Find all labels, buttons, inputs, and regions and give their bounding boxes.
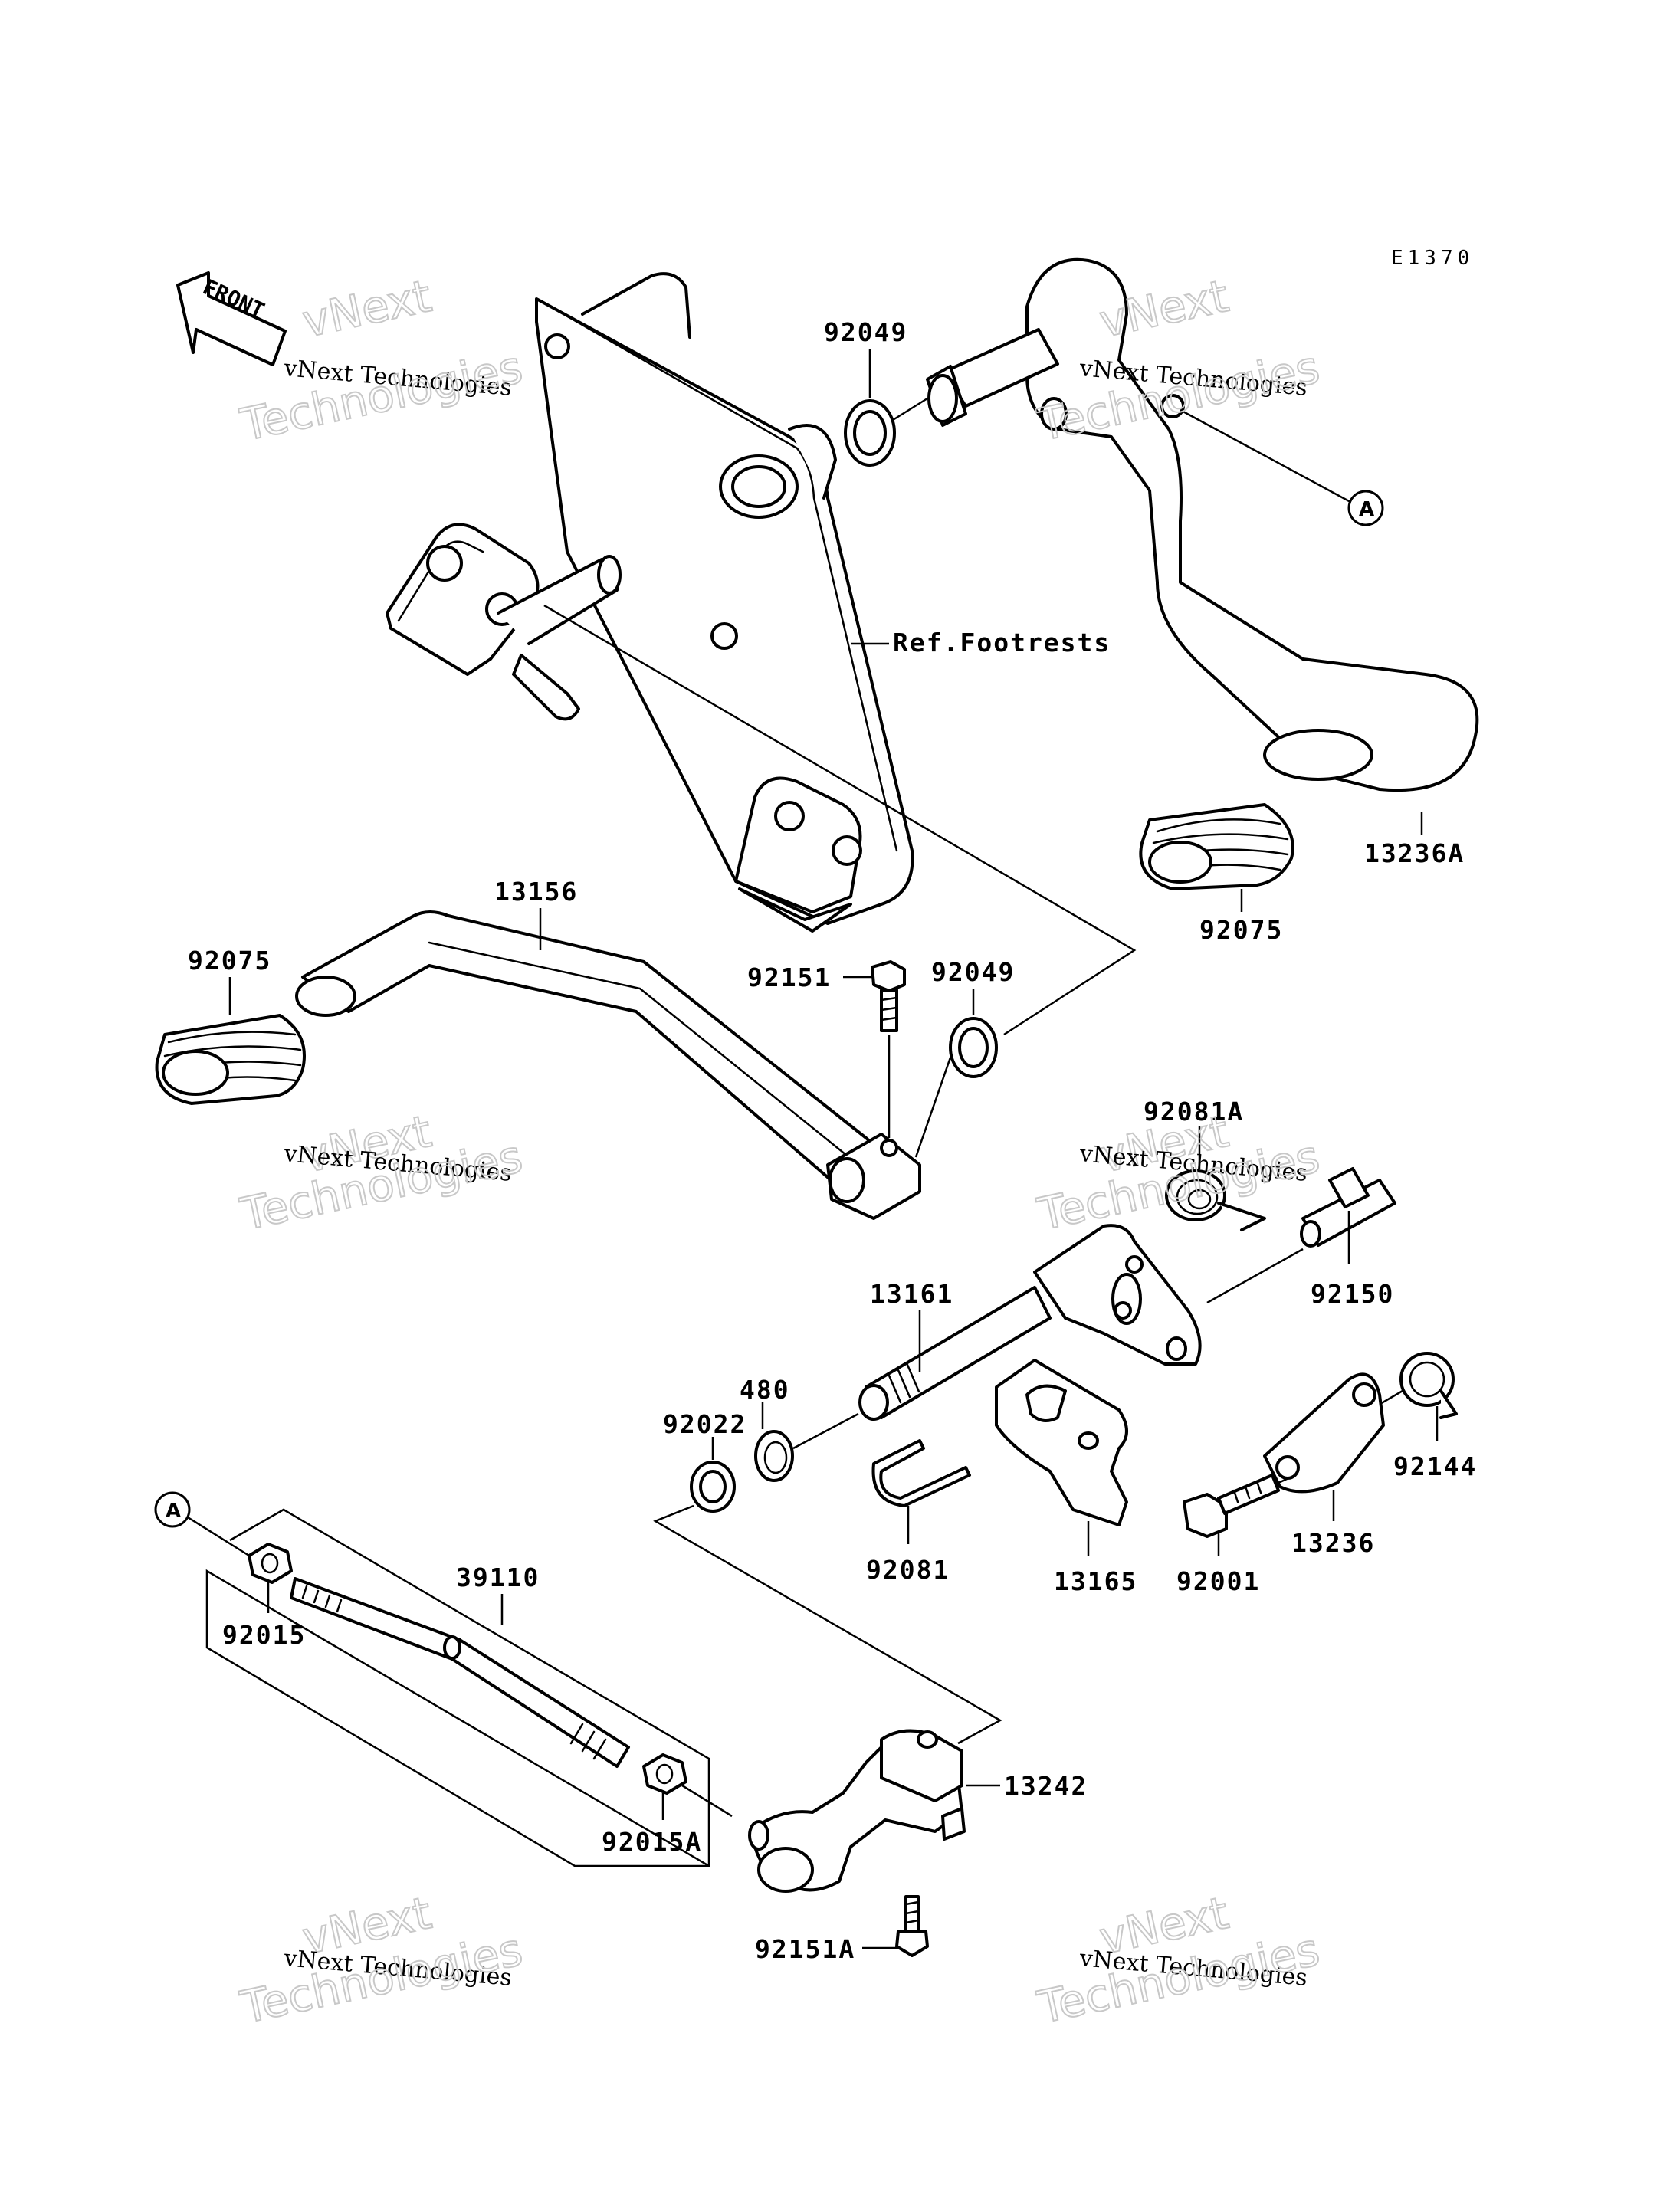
washer-92049-mid: [949, 1017, 998, 1078]
label-13236A: 13236A: [1364, 838, 1465, 868]
watermark-mid-left: vNext vNext Technologies Technologies: [235, 1104, 528, 1241]
watermark-top-left-line1: vNext: [298, 270, 436, 348]
arm-13242: [748, 1729, 1000, 1893]
watermark-top-left-line3: Technologies: [236, 341, 527, 451]
brake-pedal-13236A: [926, 257, 1479, 792]
tie-rod-39110: [290, 1577, 630, 1768]
front-arrow-icon: FRONT: [176, 271, 287, 366]
label-92081A: 92081A: [1144, 1097, 1244, 1126]
label-480: 480: [740, 1375, 790, 1405]
nut-92015A: [642, 1753, 733, 1820]
label-13161: 13161: [870, 1279, 953, 1309]
diagram-code: E1370: [1391, 247, 1474, 270]
footrest-rubber-92075-left: [155, 1014, 306, 1105]
label-13165: 13165: [1054, 1566, 1137, 1596]
label-92151A: 92151A: [755, 1934, 855, 1964]
washer-92022: [690, 1437, 736, 1513]
label-92049-top: 92049: [824, 317, 907, 347]
label-92022: 92022: [663, 1409, 746, 1439]
guide-line-tie-rod: [205, 1508, 710, 1868]
pivot-clevis: [386, 523, 622, 721]
label-13236: 13236: [1291, 1528, 1375, 1558]
label-92075-right: 92075: [1199, 915, 1283, 945]
bolt-92001: [1183, 1474, 1296, 1556]
label-92015A: 92015A: [602, 1827, 702, 1857]
lever-13236: [1263, 1372, 1385, 1521]
washer-92049-top: [844, 397, 928, 467]
shift-shaft-13161: [858, 1224, 1304, 1421]
label-13242: 13242: [1004, 1771, 1088, 1801]
watermark-top-left: vNext vNext Technologies Technologies: [235, 269, 528, 452]
watermark-bottom-right: vNext vNext Technologies Technologies: [1032, 1886, 1325, 2035]
footrest-rubber-92075-right: [1139, 803, 1294, 890]
label-92144: 92144: [1393, 1451, 1477, 1481]
plate-13165: [995, 1359, 1128, 1556]
callout-a-lower-label: A: [166, 1500, 181, 1523]
callout-a-upper-label: A: [1359, 498, 1374, 521]
label-92049-mid: 92049: [931, 957, 1015, 987]
callout-a-lower: A: [154, 1491, 250, 1557]
bolt-92150: [1300, 1167, 1396, 1264]
clip-92081: [871, 1439, 971, 1544]
guide-line-washer-clamp: [914, 1057, 952, 1158]
circlip-480: [754, 1402, 859, 1482]
guide-line-shaft-arm: [653, 1504, 1002, 1745]
watermark-mid-right: vNext vNext Technologies Technologies: [1032, 1104, 1325, 1241]
shift-pedal-13156: [295, 910, 921, 1220]
label-92081: 92081: [866, 1555, 950, 1585]
watermark-bottom-left: vNext vNext Technologies Technologies: [235, 1886, 528, 2035]
guide-line-bracket-pedal: [543, 604, 1137, 1036]
label-13156: 13156: [494, 877, 578, 907]
ref-footrests-label: Ref.Footrests: [893, 628, 1111, 657]
label-92150: 92150: [1311, 1279, 1394, 1309]
spring-92144: [1356, 1352, 1458, 1441]
bolt-92151: [871, 960, 906, 1138]
callout-a-upper: A: [1180, 408, 1384, 526]
label-92075-left: 92075: [188, 946, 271, 976]
footrest-bracket: [535, 272, 914, 933]
label-39110: 39110: [456, 1562, 540, 1592]
bolt-92151A: [862, 1895, 929, 1957]
label-92015: 92015: [222, 1620, 306, 1650]
spring-92081A: [1165, 1126, 1266, 1231]
label-92001: 92001: [1176, 1566, 1260, 1596]
label-92151: 92151: [747, 962, 831, 992]
nut-92015: [248, 1543, 293, 1613]
